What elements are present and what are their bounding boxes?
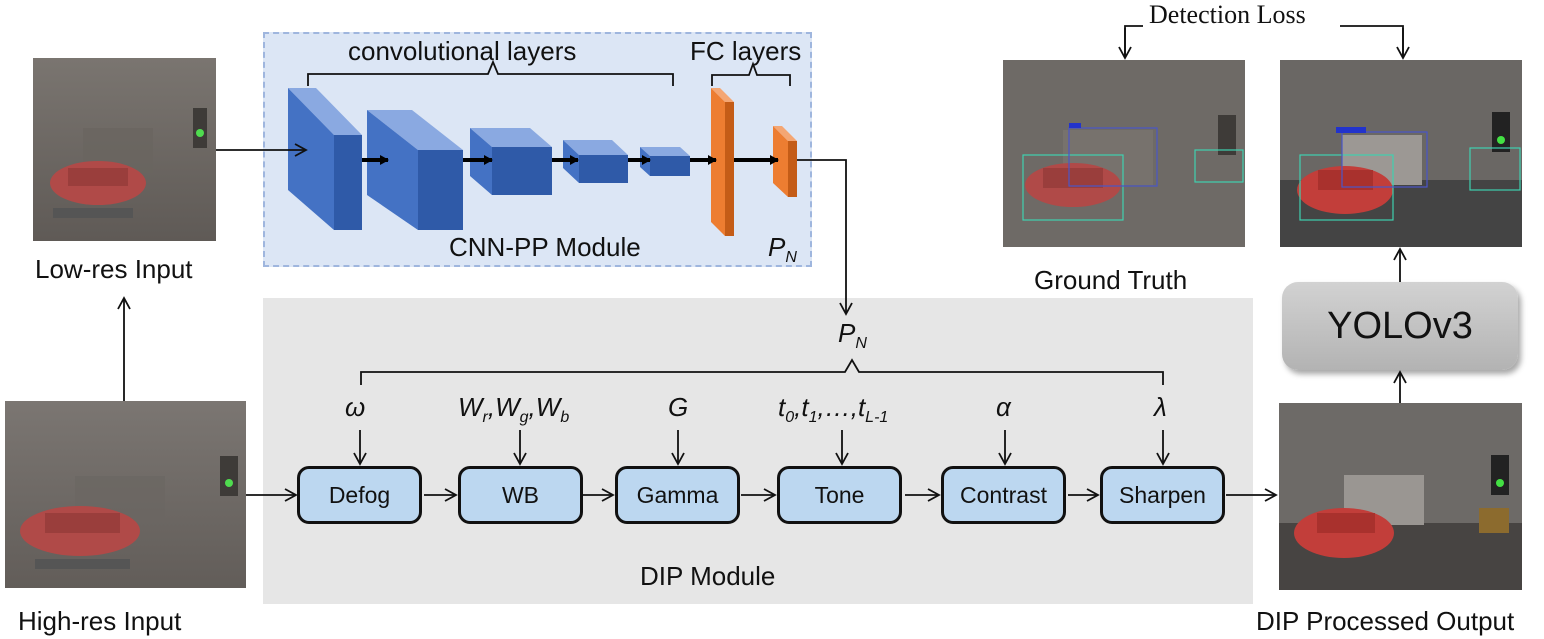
low-res-input-label: Low-res Input	[35, 254, 193, 284]
param-omega: ω	[345, 392, 366, 422]
detection-output-image	[1280, 60, 1522, 247]
param-gamma: G	[668, 392, 689, 422]
filter-tone: Tone	[777, 466, 902, 524]
param-alpha: α	[996, 392, 1011, 422]
fc-layers-label: FC layers	[690, 36, 802, 66]
cnn-pp-module-label: CNN-PP Module	[449, 232, 641, 262]
params-bracket	[360, 358, 1164, 385]
param-lambda: λ	[1154, 392, 1167, 422]
dip-output-image	[1279, 403, 1522, 590]
conv-layers-label: convolutional layers	[348, 36, 577, 66]
dip-params-label: PN	[838, 318, 867, 353]
high-res-input-image	[5, 401, 246, 588]
conv-block-1	[288, 88, 362, 230]
high-res-input-label: High-res Input	[18, 606, 182, 636]
fc-bracket	[711, 61, 791, 86]
ground-truth-label: Ground Truth	[1034, 265, 1188, 295]
param-tone: t0,t1,…,tL-1	[778, 392, 889, 427]
detection-loss-label: Detection Loss	[1149, 0, 1306, 29]
conv-block-3	[470, 128, 552, 195]
conv-bracket	[307, 59, 674, 86]
filter-defog: Defog	[297, 466, 422, 524]
dip-module-label: DIP Module	[640, 561, 776, 591]
yolov3-box: YOLOv3	[1282, 282, 1518, 370]
param-wb: Wr,Wg,Wb	[458, 392, 570, 427]
filter-sharpen: Sharpen	[1100, 466, 1225, 524]
conv-block-2	[367, 110, 463, 230]
fc-layer-2	[773, 126, 797, 197]
filter-contrast: Contrast	[941, 466, 1066, 524]
fc-layer-1	[711, 88, 734, 236]
cnn-output-param: PN	[768, 232, 797, 267]
filter-gamma: Gamma	[615, 466, 740, 524]
ground-truth-image	[1003, 60, 1245, 247]
filter-wb: WB	[458, 466, 583, 524]
dip-panel	[263, 298, 1253, 604]
low-res-input-image	[33, 58, 216, 241]
dip-output-label: DIP Processed Output	[1256, 606, 1515, 636]
